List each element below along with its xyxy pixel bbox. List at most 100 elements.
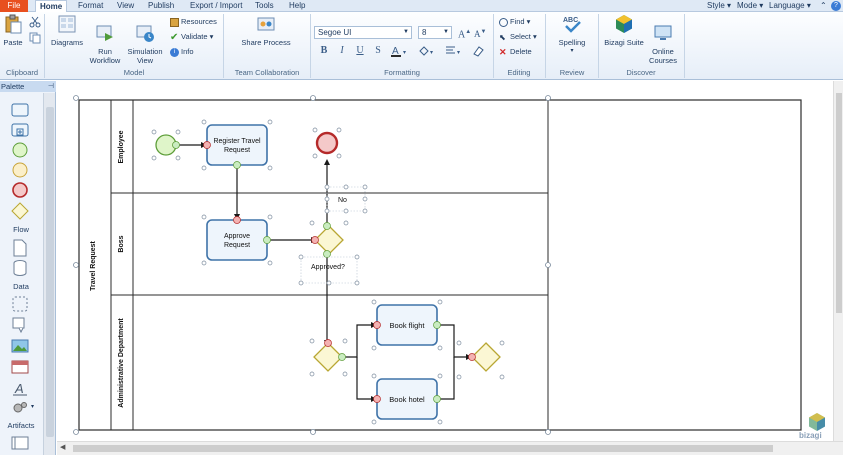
- end-event[interactable]: [312, 127, 342, 159]
- connector-handle[interactable]: [338, 353, 346, 361]
- tab-file[interactable]: File: [0, 0, 28, 12]
- underline-button[interactable]: U: [356, 45, 364, 56]
- diagram-canvas[interactable]: Travel Request Employee Boss Administrat…: [57, 81, 833, 441]
- strikethrough-button[interactable]: S: [375, 45, 381, 56]
- share-process-button[interactable]: Share Process: [238, 14, 294, 47]
- connector-handle[interactable]: [203, 141, 211, 149]
- cut-icon[interactable]: [29, 16, 41, 28]
- chevron-down-icon[interactable]: ▾: [31, 404, 35, 410]
- tab-home[interactable]: Home: [35, 0, 68, 13]
- task-shape-icon[interactable]: [11, 101, 29, 119]
- fill-color-icon[interactable]: ▾: [418, 45, 438, 57]
- subprocess-shape-icon[interactable]: [11, 121, 29, 139]
- bizagi-suite-button[interactable]: Bizagi Suite: [603, 14, 645, 47]
- simulation-icon: [136, 25, 154, 42]
- tab-view[interactable]: View: [117, 1, 135, 10]
- group-artifact-icon[interactable]: [11, 295, 29, 313]
- connector-handle[interactable]: [233, 161, 241, 169]
- pool[interactable]: Travel Request Employee Boss Administrat…: [78, 99, 802, 431]
- task-book-hotel[interactable]: Book hotel: [371, 373, 443, 425]
- font-size-select[interactable]: 8▼: [418, 26, 452, 39]
- gears-artifact-icon[interactable]: [11, 399, 29, 417]
- sequence-flows[interactable]: [176, 144, 469, 400]
- canvas-vertical-scrollbar[interactable]: [833, 81, 843, 441]
- paste-button[interactable]: Paste: [2, 14, 24, 47]
- start-event-icon[interactable]: [11, 141, 29, 159]
- clear-format-icon[interactable]: [472, 45, 486, 57]
- connector-handle[interactable]: [263, 236, 271, 244]
- tab-tools[interactable]: Tools: [255, 1, 274, 10]
- delete-button[interactable]: ✕Delete: [499, 46, 532, 57]
- font-family-select[interactable]: Segoe UI▼: [314, 26, 412, 39]
- connector-handle[interactable]: [323, 222, 331, 230]
- gateway-shape-icon[interactable]: [11, 202, 29, 220]
- bizagi-suite-icon: [616, 15, 632, 33]
- run-workflow-button[interactable]: Run Workflow: [88, 14, 122, 74]
- connector-handle[interactable]: [468, 353, 476, 361]
- task-register-travel-request[interactable]: Register Travel Request: [201, 119, 273, 171]
- end-event-icon[interactable]: [11, 181, 29, 199]
- data-store-icon[interactable]: [11, 259, 29, 277]
- validate-button[interactable]: ✔Validate ▾: [170, 31, 214, 43]
- style-menu[interactable]: Style ▾: [707, 1, 732, 10]
- mode-menu[interactable]: Mode ▾: [737, 1, 764, 10]
- start-event[interactable]: [151, 129, 181, 161]
- task-approve-request[interactable]: Approve Request: [201, 214, 273, 266]
- pool-frame[interactable]: [78, 99, 802, 431]
- tab-format[interactable]: Format: [78, 1, 104, 10]
- copy-icon[interactable]: [29, 32, 41, 44]
- simulation-view-button[interactable]: Simulation View: [125, 14, 165, 74]
- connector-handle[interactable]: [172, 141, 180, 149]
- connector-handle[interactable]: [311, 236, 319, 244]
- connector-handle[interactable]: [233, 216, 241, 224]
- bold-button[interactable]: B: [320, 45, 328, 56]
- annotation-icon[interactable]: [11, 316, 29, 334]
- lane-shape-icon[interactable]: [11, 434, 29, 452]
- pool-selection-handles[interactable]: [73, 95, 551, 435]
- italic-button[interactable]: I: [340, 45, 344, 56]
- connector-handle[interactable]: [323, 250, 331, 258]
- header-artifact-icon[interactable]: [11, 358, 29, 376]
- connector-handle[interactable]: [433, 395, 441, 403]
- vertical-scroll-thumb[interactable]: [836, 93, 842, 313]
- language-menu[interactable]: Language ▾: [769, 1, 811, 10]
- online-courses-icon: [654, 25, 672, 40]
- tab-help[interactable]: Help: [289, 1, 306, 10]
- diagrams-button[interactable]: Diagrams: [50, 14, 84, 47]
- resources-button[interactable]: Resources: [170, 16, 217, 27]
- shrink-font-icon[interactable]: A▼: [474, 29, 487, 39]
- image-artifact-icon[interactable]: [11, 337, 29, 355]
- help-icon[interactable]: ?: [831, 1, 841, 11]
- connector-handle[interactable]: [373, 321, 381, 329]
- canvas-horizontal-scrollbar[interactable]: ◀: [57, 441, 843, 455]
- pin-icon[interactable]: ⊣: [47, 83, 54, 90]
- gateway-parallel-split[interactable]: [309, 338, 348, 377]
- spelling-button[interactable]: ABC Spelling ▾: [553, 14, 591, 56]
- task-label-line2: Request: [224, 242, 250, 249]
- tab-export-import[interactable]: Export / Import: [190, 1, 243, 10]
- connector-handle[interactable]: [373, 395, 381, 403]
- minimize-ribbon-icon[interactable]: ⌃: [820, 1, 827, 10]
- gateway-approved[interactable]: Approved?: [298, 220, 360, 286]
- gateway-parallel-join[interactable]: [456, 340, 505, 380]
- scroll-left-icon[interactable]: ◀: [60, 444, 66, 451]
- online-courses-button[interactable]: Online Courses: [647, 14, 679, 74]
- tab-publish[interactable]: Publish: [148, 1, 175, 10]
- task-book-flight[interactable]: Book flight: [371, 299, 443, 351]
- palette-scroll-thumb[interactable]: [46, 107, 54, 437]
- flow-label-no[interactable]: No: [324, 184, 368, 214]
- data-object-icon[interactable]: [11, 239, 29, 257]
- align-icon[interactable]: ▾: [445, 45, 465, 57]
- svg-text:No: No: [338, 197, 347, 204]
- grow-font-icon[interactable]: A▲: [458, 29, 472, 41]
- intermediate-event-icon[interactable]: [11, 161, 29, 179]
- connector-handle[interactable]: [324, 339, 332, 347]
- find-button[interactable]: Find ▾: [499, 16, 530, 27]
- connector-handle[interactable]: [433, 321, 441, 329]
- horizontal-scroll-thumb[interactable]: [73, 445, 773, 452]
- text-artifact-icon[interactable]: A: [11, 379, 29, 397]
- select-button[interactable]: ⬉Select ▾: [499, 32, 537, 42]
- font-color-icon[interactable]: A ▾: [391, 45, 411, 57]
- palette-scrollbar[interactable]: [43, 93, 55, 455]
